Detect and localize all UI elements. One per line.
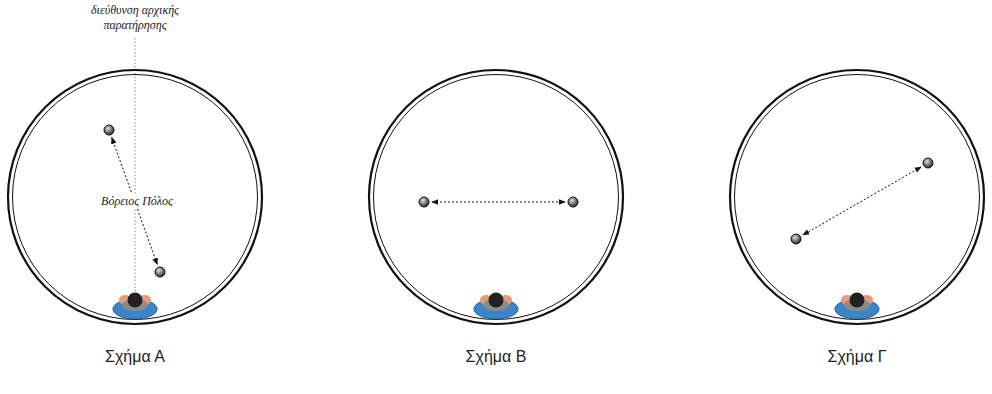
- star-dot: [791, 234, 801, 244]
- motion-arrow: [432, 202, 565, 203]
- direction-label: διεύθυνση αρχικής παρατήρησης: [70, 3, 200, 33]
- figure-caption: Σχήμα Α: [105, 348, 165, 366]
- star-dot: [155, 267, 165, 277]
- star-dot: [568, 197, 578, 207]
- star-dot: [923, 158, 933, 168]
- motion-arrow: [803, 167, 921, 235]
- figure-caption: Σχήμα Γ: [828, 348, 887, 366]
- pole-label: Βόρειος Πόλος: [99, 194, 175, 209]
- direction-line: [135, 38, 136, 296]
- sky-dome: [730, 70, 984, 324]
- observer-icon: [474, 293, 518, 320]
- star-dot: [419, 197, 429, 207]
- sky-dome: [8, 70, 262, 324]
- observer-icon: [113, 293, 157, 320]
- star-dot: [104, 125, 114, 135]
- sky-dome: [369, 70, 623, 324]
- figure-caption: Σχήμα Β: [466, 348, 527, 366]
- observer-icon: [835, 293, 879, 320]
